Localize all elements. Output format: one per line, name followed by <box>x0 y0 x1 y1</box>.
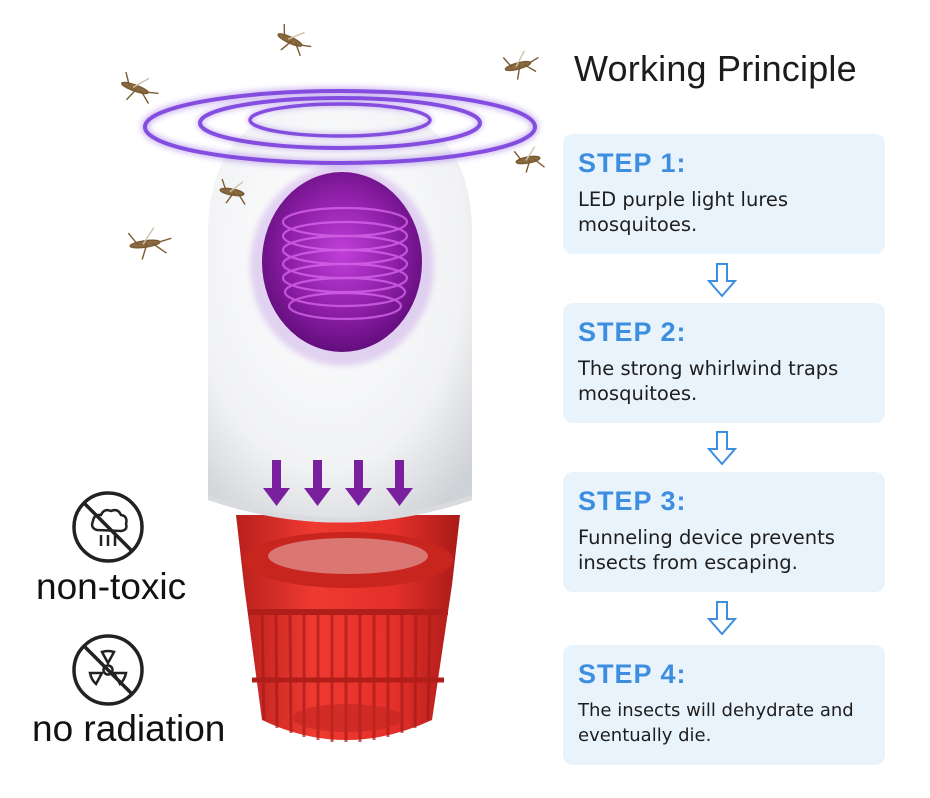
mosquito-trap-illustration <box>121 24 545 742</box>
arrow-down-icon <box>707 263 737 298</box>
step-card-1: STEP 1: LED purple light lures mosquitoe… <box>563 134 885 254</box>
step-card-2: STEP 2: The strong whirlwind traps mosqu… <box>563 303 885 423</box>
no-radiation-icon <box>72 634 144 706</box>
step-title: STEP 4: <box>578 659 687 689</box>
uv-light-waves <box>141 87 539 167</box>
mosquito-icon <box>121 24 545 260</box>
step-card-3: STEP 3: Funneling device prevents insect… <box>563 472 885 592</box>
step-title: STEP 2: <box>578 317 687 347</box>
step-title: STEP 1: <box>578 148 687 178</box>
step-description: Funneling device prevents insects from e… <box>578 526 835 574</box>
no-smoke-icon <box>72 491 144 563</box>
arrow-down-icon <box>707 431 737 466</box>
step-description: LED purple light lures mosquitoes. <box>578 188 789 236</box>
step-card-4: STEP 4: The insects will dehydrate and e… <box>563 645 885 765</box>
airflow-arrows <box>263 460 413 506</box>
no-radiation-label: no radiation <box>32 708 226 749</box>
step-description: The strong whirlwind traps mosquitoes. <box>578 357 839 405</box>
step-title: STEP 3: <box>578 486 687 516</box>
uv-light-intake <box>250 166 434 366</box>
step-description: The insects will dehydrate and eventuall… <box>578 700 854 746</box>
collection-basket <box>236 515 460 742</box>
page-title: Working Principle <box>574 48 857 89</box>
arrow-down-icon <box>707 601 737 636</box>
non-toxic-label: non-toxic <box>36 566 187 607</box>
